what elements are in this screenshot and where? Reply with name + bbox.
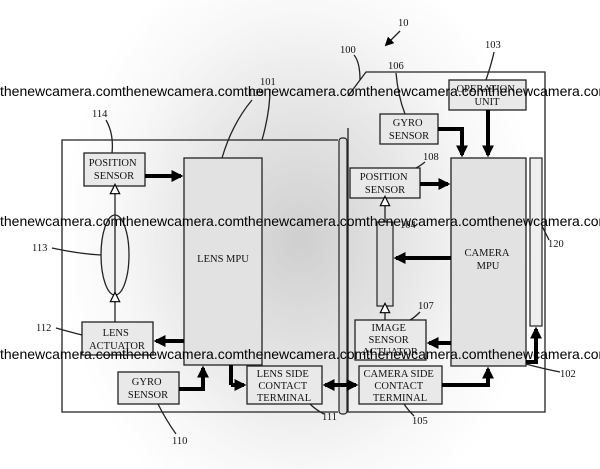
ref-120: 120 [548, 239, 564, 250]
camera-mpu-box [450, 157, 527, 367]
operation-unit-label: OPERATION UNIT [457, 84, 518, 108]
watermark-text: thenewcamera.com [244, 83, 366, 99]
camera-side-terminal-label: CAMERA SIDE CONTACT TERMINAL [364, 369, 437, 404]
ref-105-leader [403, 403, 415, 417]
gyro-sensor-lens-label: GYRO SENSOR [128, 377, 168, 401]
ref-104: 104 [400, 220, 417, 231]
display-panel [529, 157, 543, 327]
watermark-text: thenewcamera.com [122, 83, 244, 99]
lens-actuator-box [81, 321, 154, 356]
ref-106: 106 [388, 61, 404, 72]
watermark-text: thenewcamera.com [122, 346, 244, 362]
ref-102-leader [525, 363, 561, 373]
ref-112-leader [55, 327, 83, 336]
ref-110-leader [157, 403, 177, 435]
operation-unit-box [448, 79, 527, 111]
lens-side-terminal-box [246, 365, 323, 405]
position-sensor-lens-box [83, 152, 146, 187]
ref-10: 10 [398, 18, 409, 29]
ref-111: 111 [322, 412, 337, 423]
image-sensor-actuator-box [354, 319, 427, 361]
ref-100-leader [353, 54, 361, 81]
camera-side-terminal-box [358, 365, 443, 405]
image-sensor-actuator-label: IMAGE SENSOR ACTUATOR [362, 323, 418, 358]
ref-109: 109 [248, 88, 264, 99]
lens-mpu-label: LENS MPU [197, 254, 249, 265]
watermark-text: thenewcamera.com [366, 213, 488, 229]
arrow-gyro-to-camera-mpu [438, 127, 468, 158]
watermark-text: thenewcamera.com [0, 213, 122, 229]
lens-mount [338, 137, 348, 415]
ref-103-leader [485, 51, 495, 81]
ref-107: 107 [418, 301, 434, 312]
ref-110: 110 [172, 436, 187, 447]
lens-side-terminal-label: LENS SIDE CONTACT TERMINAL [257, 369, 312, 404]
ref-114: 114 [92, 109, 108, 120]
watermark-text: thenewcamera.com [0, 346, 122, 362]
arrow-mpu-to-display [526, 326, 542, 364]
ref-111-leader [309, 403, 325, 415]
position-sensor-body-label: POSITION SENSOR [360, 172, 410, 196]
ref-113: 113 [32, 243, 47, 254]
lens-unit-outline [61, 139, 338, 413]
watermark-text: thenewcamera.com [488, 213, 600, 229]
watermark-text: thenewcamera.com [488, 346, 600, 362]
arrow-gyro-to-lens-mpu [179, 365, 209, 391]
ref-108-leader [415, 161, 426, 169]
watermark-text: thenewcamera.com [244, 346, 366, 362]
ref-120-leader [541, 225, 550, 241]
ref-101-leader [261, 88, 271, 141]
lens-actuator-label: LENS ACTUATOR [89, 328, 145, 352]
camera-mpu-label: CAMERA MPU [465, 248, 512, 272]
ref-10-arrow [384, 30, 401, 47]
ref-109-leader [221, 99, 253, 159]
watermark-text: thenewcamera.com [366, 346, 488, 362]
ref-107-leader [409, 311, 421, 321]
ref-108: 108 [423, 152, 439, 163]
watermark-text: thenewcamera.com [366, 83, 488, 99]
watermark-text: thenewcamera.com [488, 83, 600, 99]
ref-100: 100 [340, 45, 356, 56]
gyro-sensor-body-box [379, 113, 439, 145]
image-sensor [376, 221, 394, 307]
ref-101: 101 [260, 77, 276, 88]
ref-105: 105 [412, 416, 428, 427]
ref-106-leader [395, 72, 406, 115]
watermark-layer: thenewcamera.com thenewcamera.com thenew… [0, 83, 600, 362]
camera-body-outline [347, 71, 546, 413]
watermark-text: thenewcamera.com [122, 213, 244, 229]
lens-mpu-box [183, 157, 263, 366]
ref-112: 112 [36, 323, 51, 334]
position-sensor-lens-label: POSITION SENSOR [89, 158, 139, 182]
ref-114-leader [105, 119, 114, 154]
ref-113-leader [51, 247, 102, 256]
ref-103: 103 [485, 40, 501, 51]
ref-102: 102 [560, 369, 576, 380]
watermark-text: thenewcamera.com [244, 213, 366, 229]
gyro-sensor-body-label: GYRO SENSOR [389, 118, 429, 142]
gyro-sensor-lens-box [117, 371, 180, 405]
arrow-camera-terminal-to-mpu [442, 366, 494, 387]
watermark-text: thenewcamera.com [0, 83, 122, 99]
